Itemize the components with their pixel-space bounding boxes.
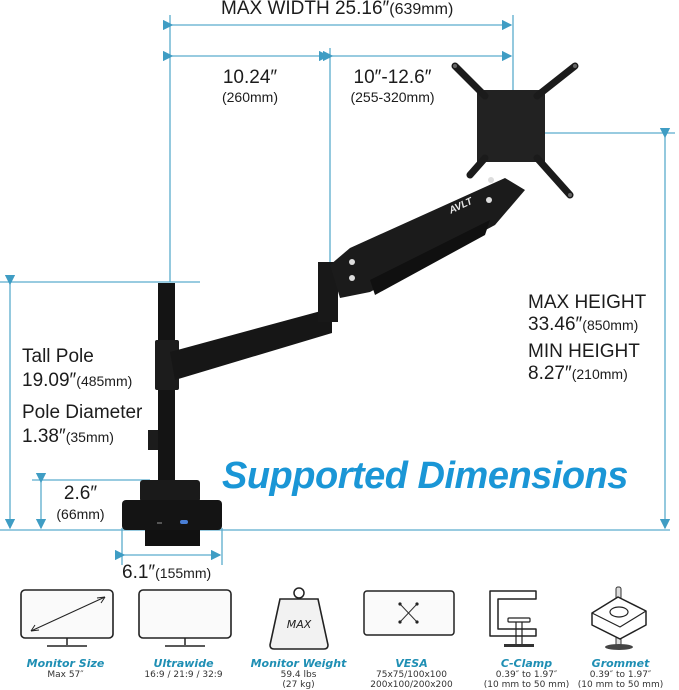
feature-monitor-size: Monitor Size Max 57″ bbox=[9, 585, 122, 680]
feature-monitor-weight: MAX Monitor Weight 59.4 lbs (27 kg) bbox=[242, 585, 355, 690]
dimension-diagram: AVLT bbox=[0, 15, 675, 565]
gas-spring-arm bbox=[330, 178, 525, 298]
monitor-size-icon bbox=[20, 589, 114, 647]
lower-arm bbox=[170, 308, 332, 380]
vesa-icon bbox=[363, 590, 455, 636]
grommet-icon bbox=[591, 586, 647, 650]
svg-text:MAX: MAX bbox=[287, 618, 312, 631]
base-height: 2.6″ (66mm) bbox=[56, 483, 105, 523]
vesa-plate bbox=[477, 90, 545, 162]
section-title: Supported Dimensions bbox=[222, 455, 628, 497]
first-arm-length: 10.24″ (260mm) bbox=[221, 67, 278, 105]
feature-ultrawide: Ultrawide 16:9 / 21:9 / 32:9 bbox=[127, 585, 240, 680]
min-height: MIN HEIGHT 8.27″(210mm) bbox=[528, 341, 640, 384]
feature-c-clamp: C-Clamp 0.39″ to 1.97″ (10 mm to 50 mm) bbox=[470, 585, 583, 690]
feature-vesa: VESA 75x75/100x100 200x100/200x200 bbox=[355, 585, 468, 690]
pole-diameter: Pole Diameter 1.38″(35mm) bbox=[22, 402, 143, 447]
feature-grommet: Grommet 0.39″ to 1.97″ (10 mm to 50 mm) bbox=[564, 585, 677, 690]
c-clamp-icon bbox=[489, 590, 537, 647]
second-arm-length: 10″-12.6″ (255-320mm) bbox=[350, 67, 435, 105]
tall-pole: Tall Pole 19.09″(485mm) bbox=[22, 346, 133, 391]
ultrawide-icon bbox=[138, 589, 232, 647]
base-width: 6.1″(155mm) bbox=[122, 562, 212, 583]
max-width-label: MAX WIDTH 25.16″(639mm) bbox=[221, 0, 454, 19]
weight-icon: MAX bbox=[269, 587, 329, 650]
max-height: MAX HEIGHT 33.46″(850mm) bbox=[528, 292, 647, 335]
